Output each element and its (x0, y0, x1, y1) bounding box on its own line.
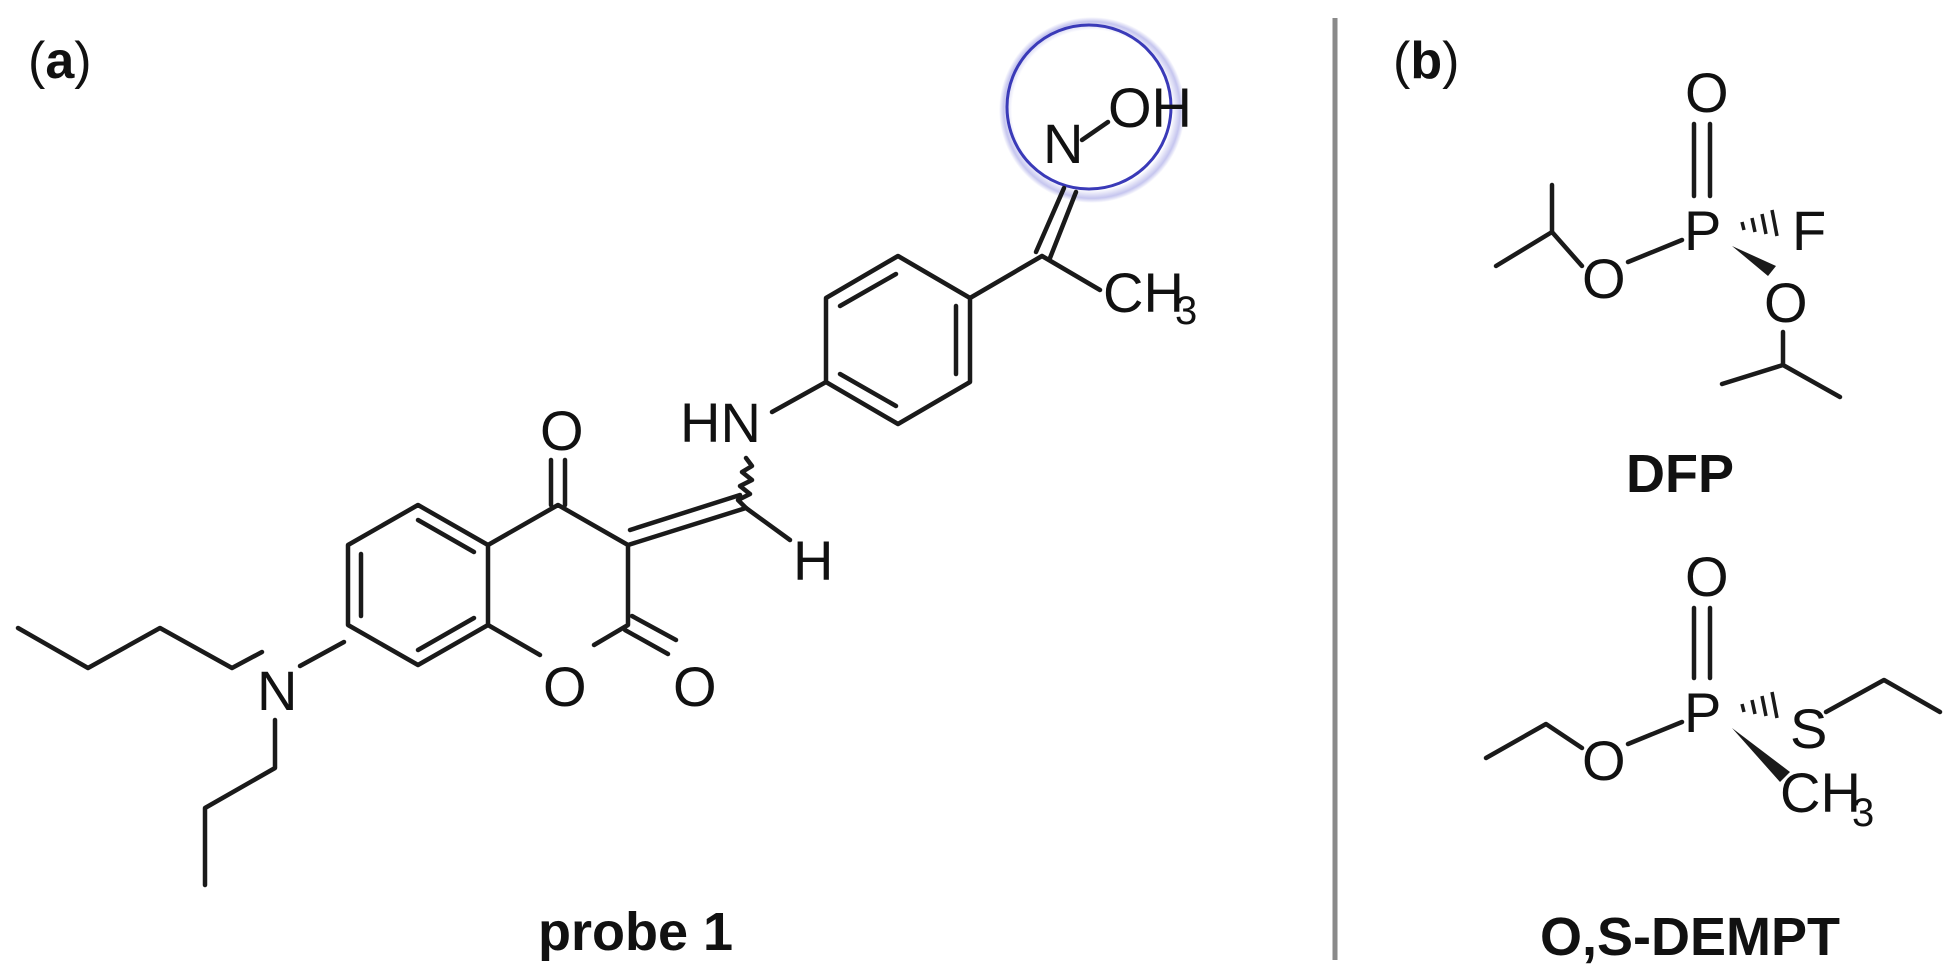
oxime-cn-bond-a (1033, 185, 1067, 255)
dfp-wedge-bond (1732, 246, 1776, 276)
propyl-chain-upper (15, 625, 265, 671)
caption-dempt: O,S-DEMPT (1540, 907, 1840, 967)
lactone-bond-b (622, 627, 671, 657)
panel-b-label: (b) (1393, 32, 1459, 90)
dempt-ethyl-o (1483, 721, 1585, 761)
pyranone-ring (485, 502, 631, 648)
dempt-atom-s: S (1790, 697, 1827, 760)
dfp-atom-p: P (1684, 199, 1721, 262)
panel-b: (b) O P F O O DFP (1393, 32, 1943, 967)
dempt-ethyl-s (1823, 677, 1943, 715)
dempt-atom-p: P (1684, 681, 1721, 744)
exocyclic-bond-a (625, 505, 749, 548)
atom-vinyl-h: H (793, 529, 833, 592)
n-aryl-bond (297, 639, 347, 669)
caption-dfp: DFP (1626, 444, 1734, 504)
nh-aryl-bond (769, 379, 829, 415)
dempt-hashed-bond (1740, 691, 1779, 719)
phenyl-double-3 (837, 371, 899, 409)
benzo-double-3 (415, 615, 477, 653)
atom-dialkyl-n: N (257, 659, 297, 722)
dfp-p-o-left-bond (1625, 237, 1685, 265)
phenyl-ring (823, 253, 973, 427)
benzo-ring (345, 502, 491, 668)
dempt-atom-o-left: O (1582, 729, 1626, 792)
lactone-bond-a (629, 613, 679, 643)
methyl-bond (1039, 253, 1103, 293)
atom-hn: HN (680, 391, 761, 454)
caption-probe-1: probe 1 (538, 902, 733, 962)
dempt-p-o-left-bond (1625, 719, 1685, 747)
dempt-wedge-bond (1732, 728, 1790, 782)
atom-methyl-sub: 3 (1175, 289, 1197, 333)
dfp-atom-o-right: O (1764, 271, 1808, 334)
oxime-cn-bond-b (1047, 189, 1079, 261)
dfp-isopropyl-right-a (1780, 329, 1843, 400)
benzo-double-2 (415, 517, 477, 555)
phenyl-double-1 (837, 271, 899, 309)
dfp-atom-f: F (1792, 199, 1826, 262)
propyl-chain-lower (202, 717, 278, 888)
oxime-highlight-glow (999, 17, 1185, 203)
dfp-isopropyl-right-b (1719, 362, 1786, 387)
dempt-structure: O P S CH 3 O (1483, 545, 1943, 835)
oxime-highlight-circle (1005, 23, 1173, 191)
dempt-atom-methyl-sub: 3 (1852, 791, 1874, 835)
atom-lactone-o: O (673, 655, 717, 718)
wavy-bond (735, 455, 755, 511)
atom-oxime-n: N (1043, 112, 1083, 175)
panel-a-label: (a) (28, 32, 92, 90)
exocyclic-bond-b (627, 492, 743, 533)
dfp-structure: O P F O O (1493, 61, 1843, 400)
ring-o-bond (485, 622, 543, 658)
dfp-isopropyl-left-a (1549, 182, 1585, 269)
atom-ring-o: O (543, 655, 587, 718)
panel-a: (a) (15, 17, 1197, 962)
dfp-isopropyl-left-b (1493, 229, 1555, 269)
dfp-atom-o-top: O (1685, 61, 1729, 124)
dfp-hashed-bond (1740, 209, 1779, 237)
vinyl-h-bond (743, 505, 793, 543)
aryl-oxime-bond (967, 253, 1045, 301)
dempt-atom-o-top: O (1685, 545, 1729, 608)
atom-oh: OH (1108, 76, 1192, 139)
dempt-atom-methyl-c: CH (1780, 761, 1861, 824)
probe-1-structure: OH N CH 3 HN O H O O N (15, 76, 1197, 888)
atom-methyl-c: CH (1103, 261, 1184, 324)
oxime-no-bond (1079, 119, 1111, 143)
atom-ketone-o: O (540, 399, 584, 462)
dfp-atom-o-left: O (1582, 247, 1626, 310)
